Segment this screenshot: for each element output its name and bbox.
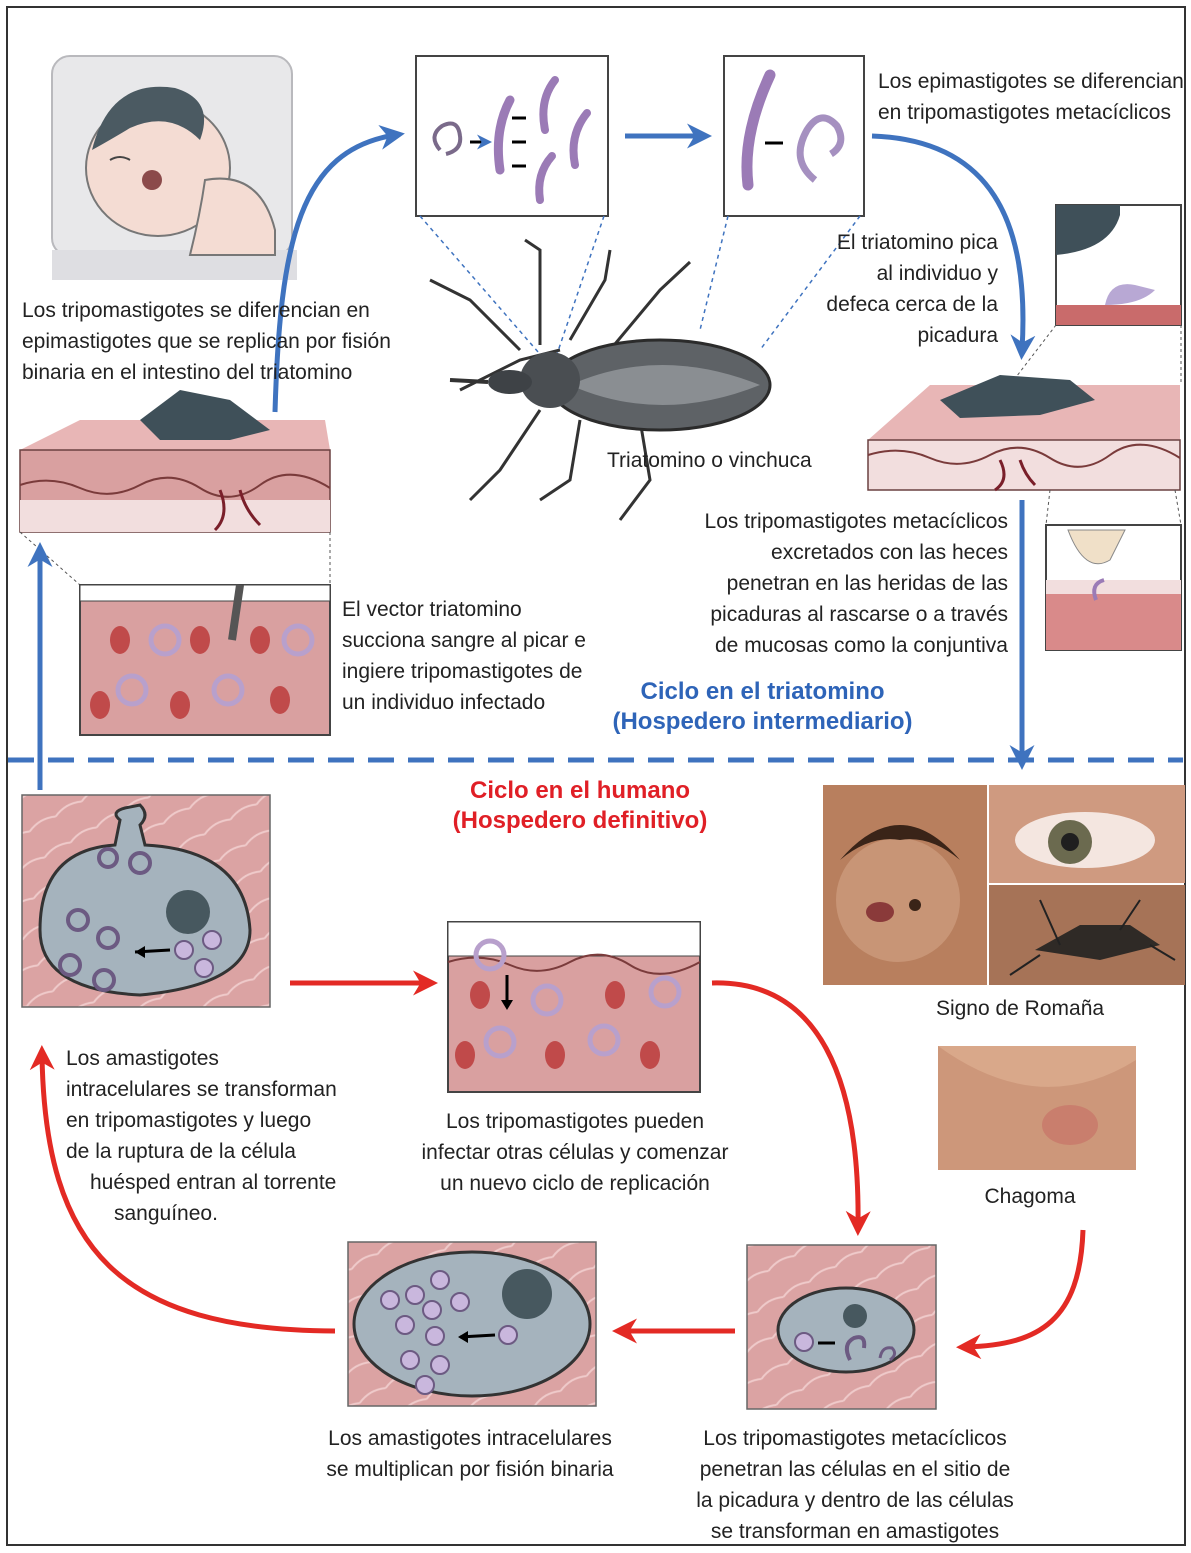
vector-feeding-label: El vector triatomino succiona sangre al … — [342, 594, 632, 718]
bite-label: El triatomino pica al individuo y defeca… — [760, 227, 998, 351]
vector-cycle-title-line-2: (Hospedero intermediario) — [590, 707, 935, 737]
pen-line-3: la picadura y dentro de las células — [680, 1485, 1030, 1516]
bug-name-label: Triatomino o vinchuca — [607, 445, 847, 476]
feeding-skin-block — [20, 390, 330, 532]
vector-cycle-title-line-1: Ciclo en el triatomino — [590, 677, 935, 707]
pen-line-1: Los tripomastigotes metacíclicos — [680, 1423, 1030, 1454]
romana-sign-caption: Signo de Romaña — [900, 993, 1140, 1024]
blood-zoom-box — [20, 532, 330, 735]
amastigote-transform-label: Los amastigotes intracelulares se transf… — [66, 1043, 366, 1229]
tripo-epi-line-2: epimastigotes que se replican por fisión — [22, 326, 422, 357]
sleeping-child-illustration — [52, 56, 297, 280]
mult-line-1: Los amastigotes intracelulares — [310, 1423, 630, 1454]
triatomine-bug — [430, 240, 770, 520]
human-cycle-title-line-2: (Hospedero definitivo) — [420, 806, 740, 836]
bite-line-2: al individuo y — [760, 258, 998, 289]
differentiation-box — [724, 56, 864, 216]
infect-line-3: un nuevo ciclo de replicación — [410, 1168, 740, 1199]
epi-diff-line-2: en tripomastigotes metacíclicos — [878, 97, 1188, 128]
suck-line-3: ingiere tripomastigotes de — [342, 656, 632, 687]
vector-cycle-title: Ciclo en el triatomino (Hospedero interm… — [590, 677, 935, 737]
chagoma-photo — [938, 1046, 1136, 1170]
amas-trans-line-1: Los amastigotes — [66, 1043, 366, 1074]
epi-diff-line-1: Los epimastigotes se diferencian — [878, 66, 1188, 97]
excreted-line-3: penetran en las heridas de las — [660, 568, 1008, 599]
mult-line-2: se multiplican por fisión binaria — [310, 1454, 630, 1485]
blood-infection-panel — [448, 922, 700, 1092]
cell-rupture-panel — [22, 795, 270, 1007]
bite-line-3: defeca cerca de la — [760, 289, 998, 320]
amas-trans-line-5: huésped entran al torrente — [66, 1167, 366, 1198]
amas-trans-line-3: en tripomastigotes y luego — [66, 1105, 366, 1136]
suck-line-1: El vector triatomino — [342, 594, 632, 625]
excreted-line-1: Los tripomastigotes metacíclicos — [660, 506, 1008, 537]
multiplication-panel — [348, 1242, 596, 1406]
tripomastigote-to-epimastigote-label: Los tripomastigotes se diferencian en ep… — [22, 295, 422, 388]
penetration-label: Los tripomastigotes metacíclicos penetra… — [680, 1423, 1030, 1547]
scratch-zoom-box — [1046, 490, 1181, 650]
amas-trans-line-6: sanguíneo. — [66, 1198, 366, 1229]
excreted-line-2: excretados con las heces — [660, 537, 1008, 568]
multiplication-label: Los amastigotes intracelulares se multip… — [310, 1423, 630, 1485]
human-cycle-title: Ciclo en el humano (Hospedero definitivo… — [420, 776, 740, 836]
infect-line-1: Los tripomastigotes pueden — [410, 1106, 740, 1137]
human-cycle-title-line-1: Ciclo en el humano — [420, 776, 740, 806]
amas-trans-line-4: de la ruptura de la célula — [66, 1136, 366, 1167]
tripo-epi-line-3: binaria en el intestino del triatomino — [22, 357, 422, 388]
bite-line-4: picadura — [760, 320, 998, 351]
penetration-panel — [747, 1245, 936, 1409]
suck-line-4: un individuo infectado — [342, 687, 632, 718]
infect-other-cells-label: Los tripomastigotes pueden infectar otra… — [410, 1106, 740, 1199]
chagoma-caption: Chagoma — [930, 1181, 1130, 1212]
excreted-tripomastigotes-label: Los tripomastigotes metacíclicos excreta… — [660, 506, 1008, 661]
pen-line-2: penetran las células en el sitio de — [680, 1454, 1030, 1485]
bite-line-1: El triatomino pica — [760, 227, 998, 258]
excreted-line-4: picaduras al rascarse o a través — [660, 599, 1008, 630]
pen-line-4: se transforman en amastigotes — [680, 1516, 1030, 1547]
suck-line-2: succiona sangre al picar e — [342, 625, 632, 656]
romana-sign-photos — [823, 785, 1185, 985]
replication-box — [416, 56, 608, 216]
excreted-line-5: de mucosas como la conjuntiva — [660, 630, 1008, 661]
amas-trans-line-2: intracelulares se transforman — [66, 1074, 366, 1105]
tripo-epi-line-1: Los tripomastigotes se diferencian en — [22, 295, 422, 326]
epimastigote-differentiation-label: Los epimastigotes se diferencian en trip… — [878, 66, 1188, 128]
infect-line-2: infectar otras células y comenzar — [410, 1137, 740, 1168]
